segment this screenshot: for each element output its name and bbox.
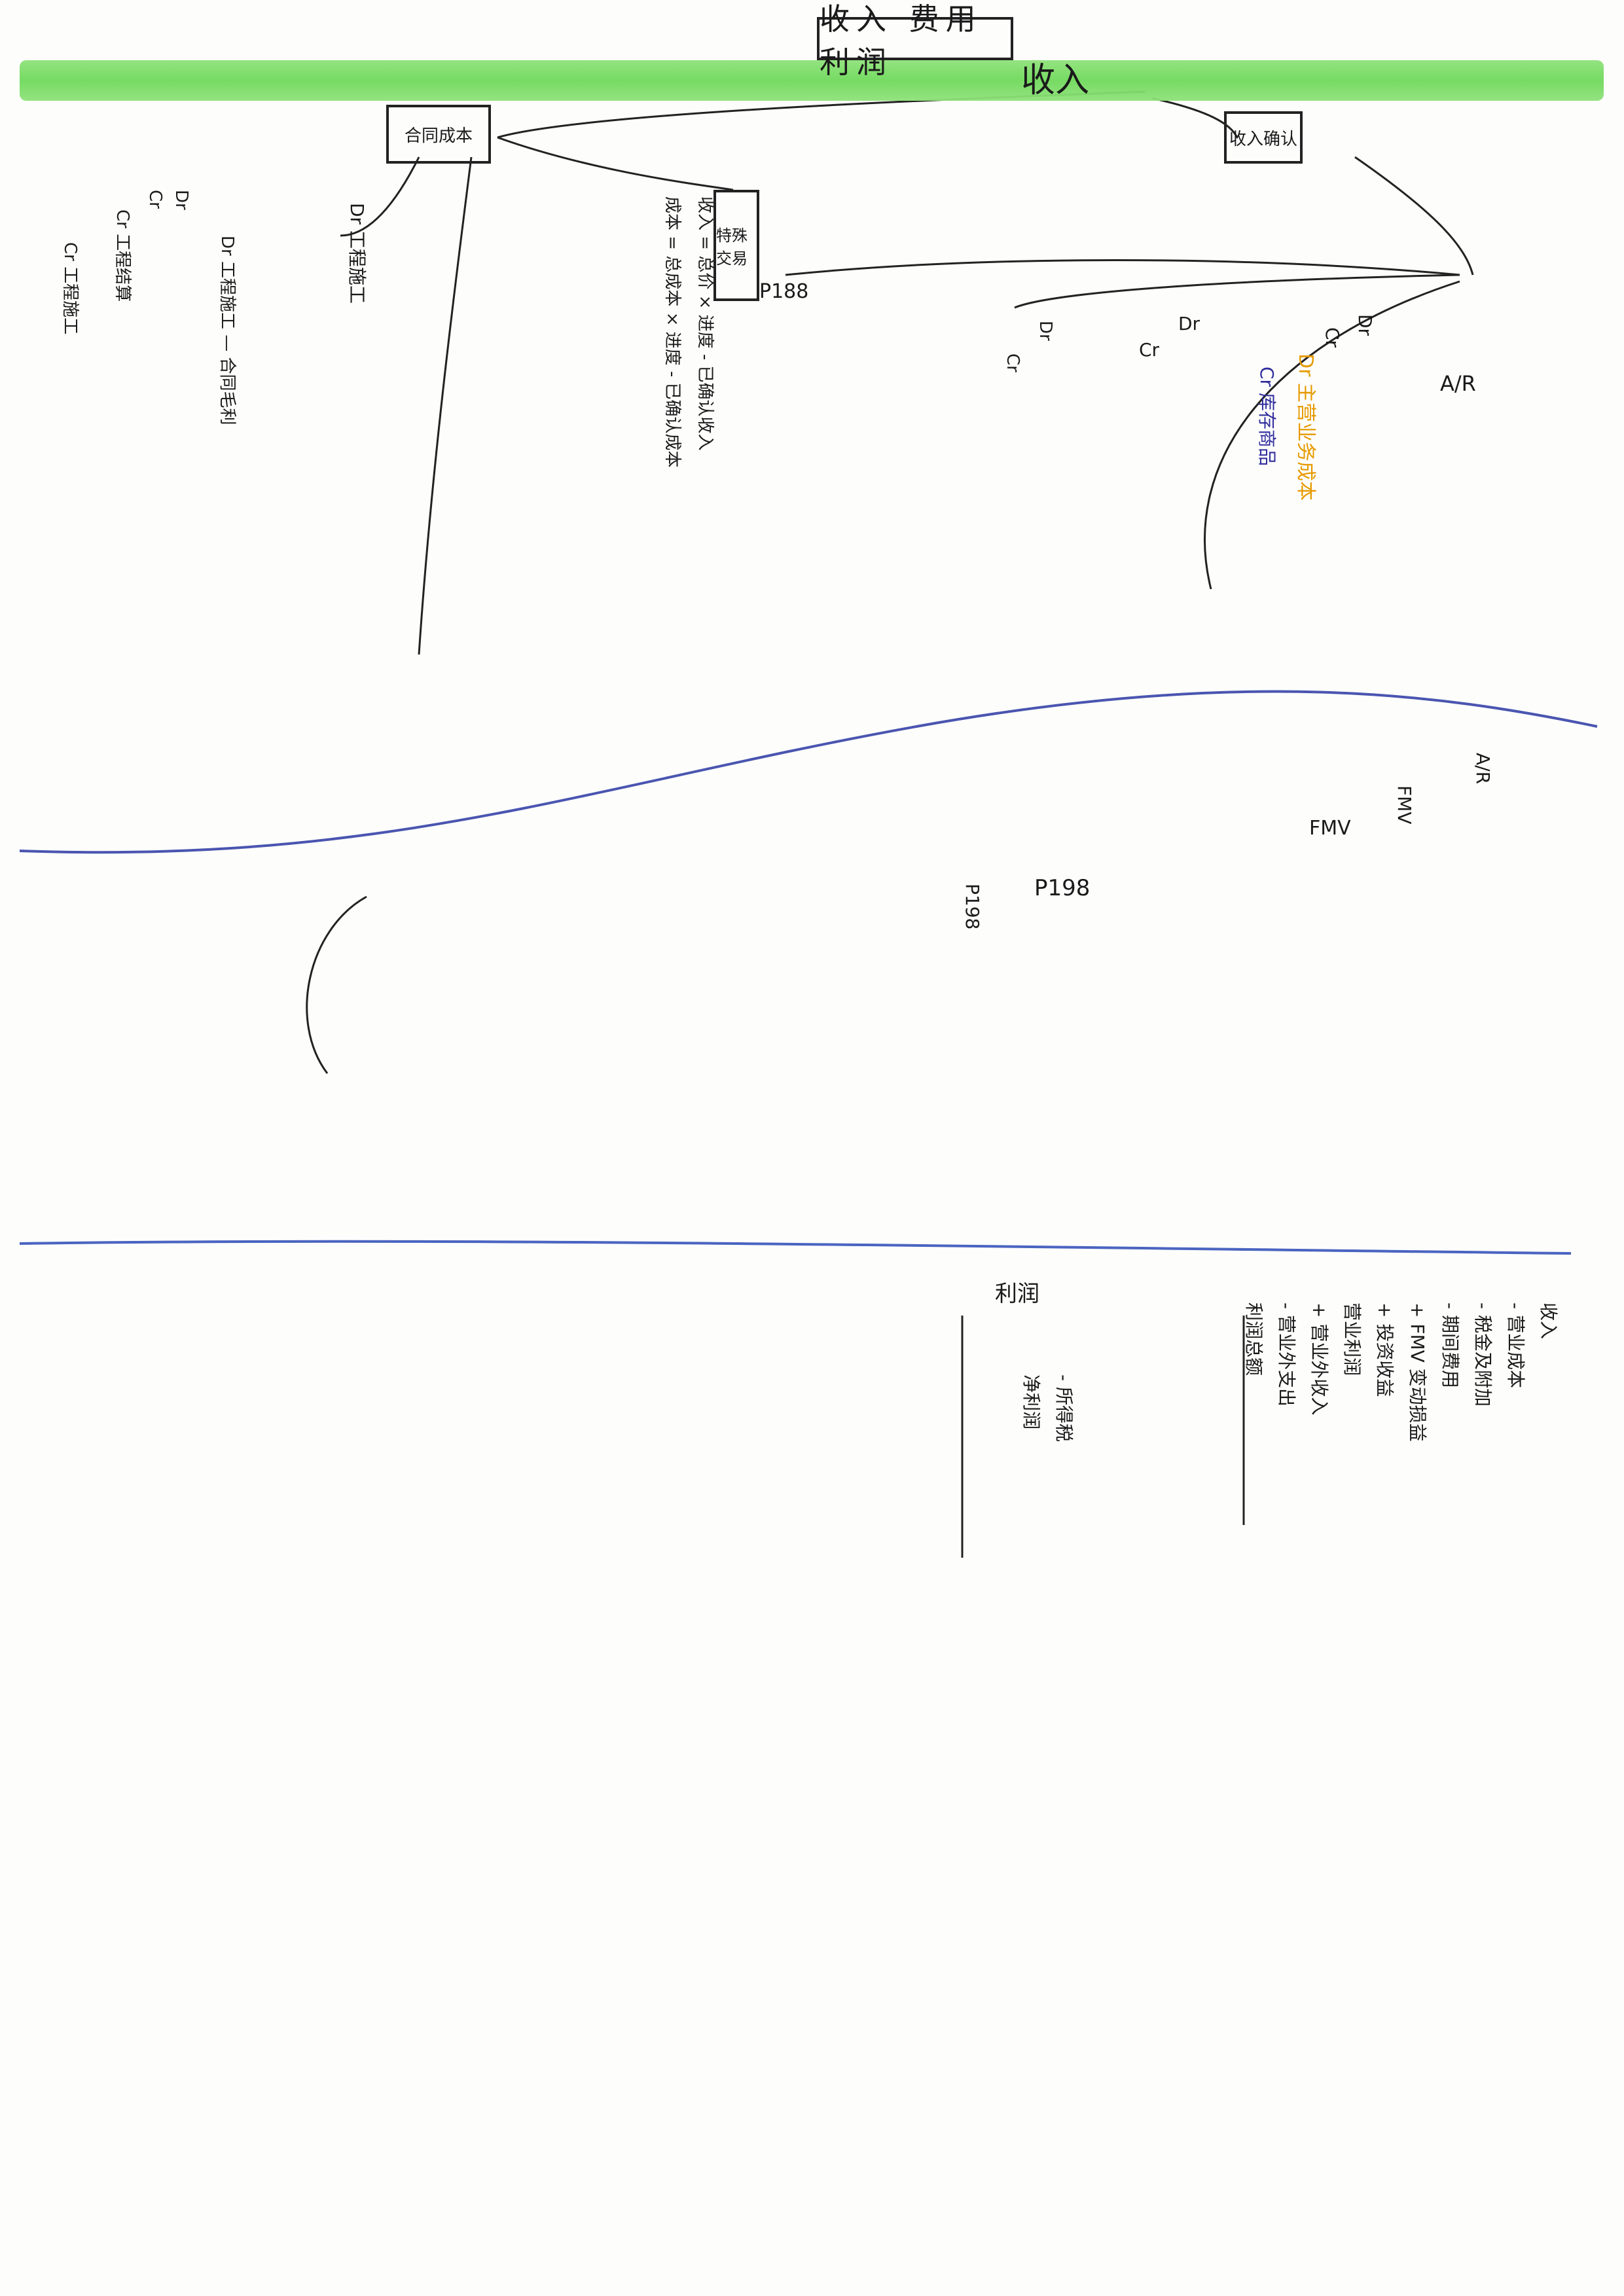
note-right-1: Dr [1354,314,1376,336]
connector-3 [1354,156,1474,276]
branch-box-3: 特殊交易 [713,190,759,301]
connector-10 [306,895,367,1074]
branch-box-1: 收入确认 [1224,111,1303,164]
branch-label-1: 收入确认 [1229,129,1297,149]
bottom-item-4: - 期间费用 [1439,1302,1461,1389]
note-right-5: Dr 主营业务成本 [1294,353,1317,501]
connector-7 [340,156,420,237]
bottom-item-10: 利润总额 [1243,1302,1265,1376]
divider-line-top [19,690,1598,854]
note-left-6: Dr 工程施工 — 合同毛利 [217,236,237,425]
ref-fmv: FMV [1309,817,1351,840]
note-middle-3: Dr [1036,321,1055,341]
note-right-2: Cr [1322,327,1343,348]
branch-label-2: 合同成本 [404,126,473,146]
bottom-item-5: + FMV 变动损益 [1407,1302,1428,1442]
note-left-5: Cr 工程施工 [60,242,80,335]
connector-2 [1151,97,1238,138]
divider-line-bottom [19,1240,1572,1255]
connector-6 [1204,280,1460,590]
highlight-band [20,60,1604,101]
connector-8 [418,156,473,655]
connector-9 [497,136,734,191]
connector-5 [1014,274,1460,309]
branch-label-3: 特殊交易 [716,226,748,268]
bottom-item-7: 营业利润 [1341,1302,1363,1376]
connector-4 [785,259,1460,276]
note-right-3: A/R [1472,753,1494,785]
note-right-4: FMV [1394,785,1415,825]
section-heading: 收入 [1021,61,1090,100]
bottom-item-2: - 营业成本 [1505,1302,1526,1389]
profit-heading: 利润 [995,1281,1039,1307]
note-middle-1: 收入 = 总价 × 进度 - 已确认收入 [695,196,715,451]
bottom-item-9: - 营业外支出 [1276,1302,1297,1407]
credit-mark: Cr [1139,339,1160,361]
page-title: 收入 费用 利润 [817,1,1013,80]
note-left-2: Cr [145,190,165,209]
page-title-text: 收入 费用 利润 [820,1,983,80]
ref-p188: P188 [759,280,809,303]
bottom-item-12: 净利润 [1020,1374,1042,1430]
note-middle-2: 成本 = 总成本 × 进度 - 已确认成本 [662,196,682,468]
branch-box-2: 合同成本 [386,105,491,164]
note-middle-5: P198 [962,884,983,930]
debit-mark: Dr [1178,313,1200,334]
ref-ar: A/R [1440,371,1476,396]
bottom-item-8: + 营业外收入 [1308,1302,1330,1416]
note-left-1: Dr [171,190,191,210]
note-left-3: Dr 工程施工 [346,203,368,304]
ref-p198: P198 [1034,875,1091,901]
bottom-item-1: 收入 [1538,1302,1559,1340]
bottom-item-11: - 所得税 [1053,1374,1075,1443]
note-middle-4: Cr [1003,353,1022,372]
note-left-4: Cr 工程结算 [113,209,132,302]
note-right-6: Cr 库存商品 [1256,367,1278,466]
bottom-item-3: - 税金及附加 [1472,1302,1494,1407]
bottom-item-6: + 投资收益 [1374,1302,1396,1397]
